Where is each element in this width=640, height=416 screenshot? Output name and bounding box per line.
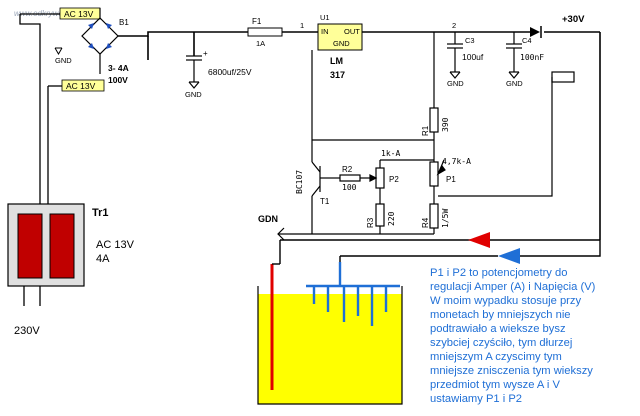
resistor-r4 [429,200,439,234]
ac-label-top-text: AC 13V [64,9,94,19]
r1-value: 390 [441,117,450,132]
p1-label: P1 [446,175,456,184]
note-line: P1 i P2 to potencjometry do [430,267,568,279]
note-line: monetach by mniejszych nie [430,309,571,321]
r2-value: 100 [342,183,357,192]
bridge-rectifier [81,8,119,74]
regulator-317: 317 [330,70,345,80]
output-voltage-label: +30V [562,14,585,25]
electrolyte-tank [257,286,403,405]
r3-value: 220 [387,211,396,226]
ac-label-bottom-text: AC 13V [66,81,96,91]
r3-label: R3 [366,217,375,228]
capacitor-c3 [447,32,463,79]
note-line: regulacji Amper (A) i Napięcia (V) [430,281,596,293]
gdn-label: GDN [258,214,278,224]
regulator-lm: LM [330,56,343,66]
p1-value: 4,7k-A [442,157,471,166]
note-line: mniejsze zniscz‌enia tym wiekszy [430,365,593,377]
r1-label: R1 [421,125,430,136]
gnd-label-c3: GND [447,79,464,88]
transformer-amps: 4A [96,253,110,265]
c1-plus: + [203,49,208,58]
p2-wiring [290,159,434,235]
note-line: podtrawiało a wieksze bysz [430,323,566,335]
p2-value: 1k-A [381,149,400,158]
regulator-label: U1 [320,13,330,22]
note-line: mniejszym A czyscimy tym [430,351,562,363]
transformer-label: Tr1 [92,207,109,219]
c4-value: 100nF [520,53,544,62]
sense-loop [438,71,575,197]
r4-value: 1/5W [441,209,450,228]
c1-value: 6800uf/25V [208,67,252,77]
resistor-r1 [429,32,439,160]
regulator-gnd: GND [333,39,350,48]
note-line: przedmiot tym wysze A i V [430,379,560,391]
c3-label: C3 [465,36,475,45]
r2-label: R2 [342,165,353,174]
bridge-rating: 3- 4A [108,63,129,73]
mains-voltage: 230V [14,325,40,337]
gdn-ground [277,227,290,241]
t1-label: T1 [320,197,330,206]
gnd-label-left: GND [55,56,72,65]
note-line: ustawiamy P1 i P2 [430,393,523,405]
explanation-note: P1 i P2 to potencjometry do regulacji Am… [430,266,640,406]
ac-label-top: AC 13V [59,7,101,20]
regulator-out: OUT [344,27,360,36]
potentiometer-p1 [429,159,446,200]
capacitor-c1 [186,55,202,89]
transformer [7,195,85,306]
red-electrode-arrow [280,232,496,248]
fuse-label: F1 [252,17,262,26]
ac-wires [19,13,62,195]
node-2-label: 2 [452,21,456,30]
capacitor-c4 [506,32,522,79]
blue-electrode-rack [306,262,400,326]
fuse-value: 1A [256,39,265,48]
transformer-ac: AC 13V [96,239,135,251]
r4-label: R4 [421,217,430,228]
fuse-f1 [247,27,283,37]
node-1-label: 1 [300,21,304,30]
regulator-in: IN [321,27,329,36]
blue-electrode-arrow [339,240,601,264]
note-line: szybciej czyściło, tym dłurzej [430,337,573,349]
bridge-label: B1 [119,18,129,27]
regulator-u1 [317,23,363,51]
c3-value: 100uf [462,52,484,62]
adj-wire [311,50,434,141]
ac-label-bottom: AC 13V [61,79,105,92]
output-diode [530,26,542,38]
c4-label: C4 [522,36,532,45]
gnd-symbol-left [54,47,63,55]
gnd-label-c4: GND [506,79,523,88]
main-wire [118,31,601,241]
p2-label: P2 [389,175,399,184]
gnd-label-c1: GND [185,90,202,99]
note-line: W moim wypadku stosuje przy [430,295,582,307]
transistor-t1 [311,140,330,234]
bc107-label: BC107 [295,170,304,194]
bridge-voltage: 100V [108,75,128,85]
